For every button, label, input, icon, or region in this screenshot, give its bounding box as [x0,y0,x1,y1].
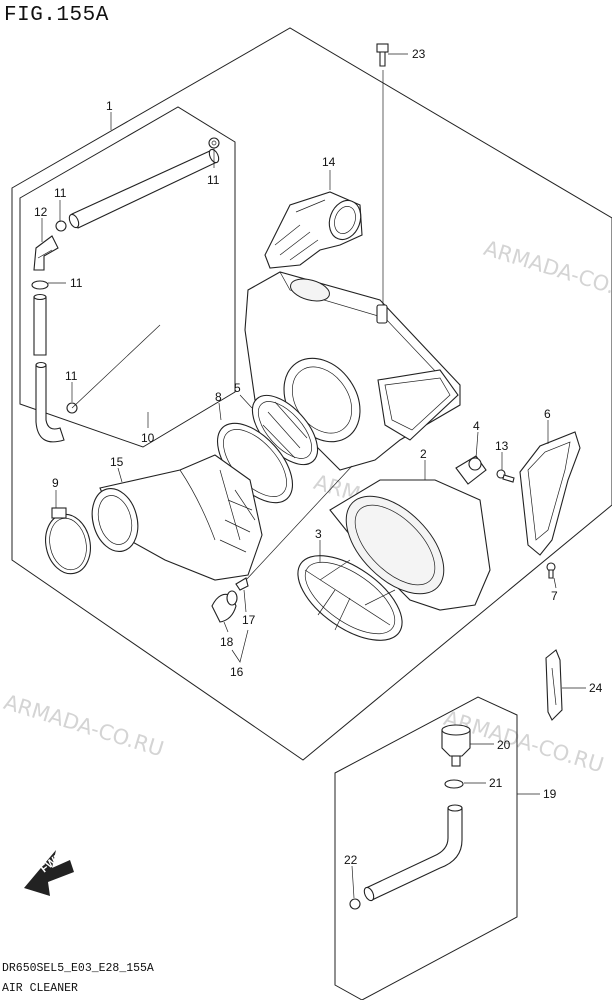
clamp-band-part [45,507,91,575]
callout-11: 11 [207,173,220,187]
callout-12: 12 [34,205,48,219]
callout-19: 19 [543,787,557,801]
hose-pipe-part [68,148,220,229]
callout-9: 9 [52,476,59,490]
hose-pipe-part [33,293,47,356]
callout-24: 24 [589,681,603,695]
bracket-part [545,649,563,721]
hose-clamp-part [349,898,361,910]
callout-8: 8 [215,390,222,404]
callout-4: 4 [473,419,480,433]
breather-subassembly-frame [334,696,518,1000]
callout-3: 3 [315,527,322,541]
callout-11: 11 [54,186,67,200]
callout-5: 5 [234,381,241,395]
callout-11: 11 [70,276,83,290]
breather-elbow-part [33,235,59,271]
breather-hose-part [363,804,463,902]
breather-valve-part [441,724,471,767]
screw-part [546,562,556,579]
hose-clamp-part [444,779,464,789]
hose-subassembly-frame [19,106,236,448]
inlet-boot-part [91,454,263,581]
callout-2: 2 [420,447,427,461]
callout-13: 13 [495,439,509,453]
callout-10: 10 [141,431,155,445]
filter-element-part [329,479,491,611]
callout-7: 7 [551,589,558,603]
callout-17: 17 [242,613,256,627]
drain-cap-part [211,590,238,623]
callout-15: 15 [110,455,124,469]
hose-bent-part [35,361,65,443]
section-name: AIR CLEANER [2,982,78,995]
callout-22: 22 [344,853,358,867]
intake-duct-part [264,191,363,269]
callout-6: 6 [544,407,551,421]
callout-18: 18 [220,635,234,649]
hose-clamp-part [31,280,49,290]
leader-line [71,324,161,409]
filter-holder-part [297,555,403,641]
bolt-part [376,43,389,67]
screw-part [496,469,515,483]
clip-part [235,577,249,591]
callout-20: 20 [497,738,511,752]
forward-direction-arrow: FWD [24,850,74,896]
figure-title: FIG.155A [4,4,109,27]
leader-line [245,465,353,581]
hose-clamp-part [55,220,67,232]
callout-1: 1 [106,99,113,113]
callout-23: 23 [412,47,426,61]
callout-21: 21 [489,776,503,790]
grommet-part [455,455,487,485]
callout-11: 11 [65,369,78,383]
callout-16: 16 [230,665,244,679]
model-code: DR650SEL5_E03_E28_155A [2,962,154,975]
hose-clamp-part [208,137,220,149]
main-assembly-frame [11,27,612,761]
callout-14: 14 [322,155,336,169]
cover-part [519,431,581,556]
